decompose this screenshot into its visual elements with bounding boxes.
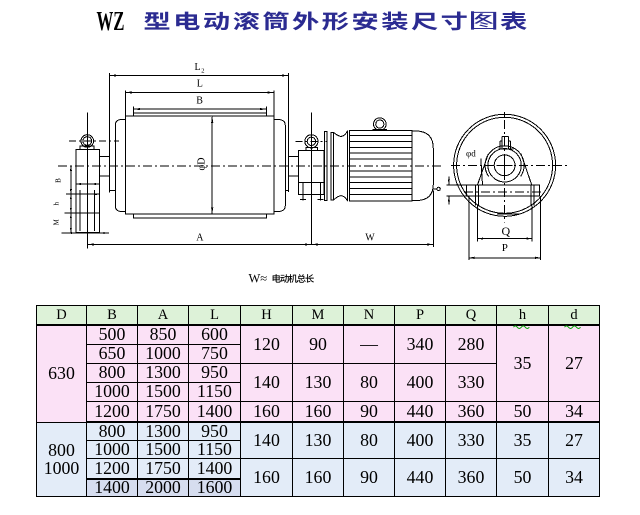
svg-text:P: P <box>502 242 508 254</box>
svg-text:W≈: W≈ <box>249 272 268 286</box>
svg-text:L: L <box>195 62 201 73</box>
svg-text:WZ: WZ <box>97 6 125 36</box>
svg-text:M: M <box>53 218 61 225</box>
svg-text:B: B <box>196 95 203 106</box>
svg-text:h: h <box>53 202 61 206</box>
svg-text:Q: Q <box>502 224 511 238</box>
svg-text:A: A <box>196 233 204 244</box>
svg-text:L: L <box>197 78 203 89</box>
svg-text:φD: φD <box>197 158 208 171</box>
svg-text:φd: φd <box>466 149 476 159</box>
svg-text:B: B <box>55 178 63 183</box>
svg-text:W: W <box>365 232 375 243</box>
svg-text:2: 2 <box>201 67 204 74</box>
